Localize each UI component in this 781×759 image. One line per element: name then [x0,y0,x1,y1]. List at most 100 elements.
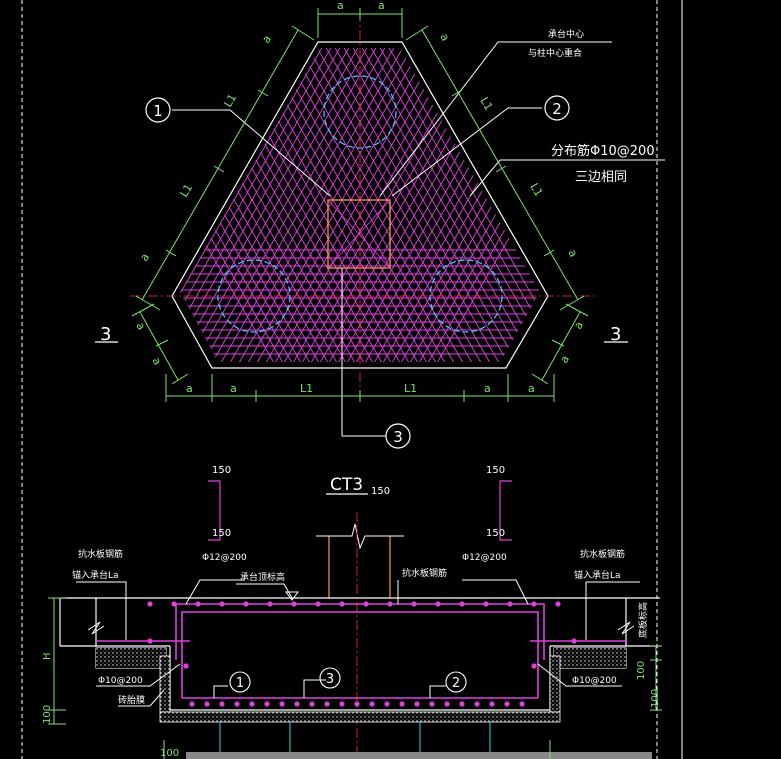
callout-1: 1 [153,102,163,120]
rebar-dot [315,601,321,607]
label-top-elev: 承台顶标高 [240,571,285,583]
rebar-diagonal-b [180,48,530,362]
dim-100-left: 100 [42,705,53,724]
rebar-dot [324,701,330,707]
rebar-dot [483,601,489,607]
bracket-left-top: 150 [212,465,231,476]
rebar-dot [219,701,225,707]
rebar-dot [279,701,285,707]
section-leaders [76,579,640,707]
dim-bottom-a4: a [528,382,535,395]
rebar-dot [519,701,525,707]
label-left-anti-line1: 抗水板钢筋 [78,548,123,560]
dim-bottom-a3: a [484,382,491,395]
callout-circle-2 [544,95,570,121]
rebar-dot [309,701,315,707]
rebar-dot [147,601,153,607]
rebar-diagonal-a [235,48,540,362]
rebar-dot [354,701,360,707]
dim-100-right2: 100 [650,689,661,708]
rebar-diagonal-b [180,48,540,362]
pile-top [323,75,397,149]
rebar-dot [531,601,537,607]
rebar-dot [474,701,480,707]
section-view: CT3 150 150 150 150 150 [42,465,662,759]
rebar-dot [339,601,345,607]
label-top-left-bar: Φ12@200 [202,553,247,563]
rebar-dot [555,601,561,607]
section-title: CT3 [330,475,363,495]
rebar-diagonal-b [180,48,540,362]
note-center-line2: 与柱中心重合 [528,47,582,59]
rebar-dot [571,638,577,644]
rebar-diagonal-b [217,48,540,362]
section-dimension-lines [48,597,662,759]
rebar-diagonal-b [180,48,503,362]
rebar-dot [435,601,441,607]
rebar-diagonal-b [180,48,539,362]
callout-circle-1 [145,97,171,123]
dim-left-L1-upper: L1 [221,92,239,110]
label-right-elev: 底板标高 [637,602,649,638]
label-right-anti-line2: 锚入承台La [574,569,621,581]
rebar-dot [264,701,270,707]
rebar-dot [414,701,420,707]
rebar-dot [504,701,510,707]
dim-bottom-a1: a [186,382,193,395]
callout-2: 2 [552,100,562,118]
dim-top-a2: a [378,0,385,12]
frame-lines [21,0,683,759]
rebar-dot [204,701,210,707]
rebar-diagonal-b [180,48,540,362]
rebar-dot [384,701,390,707]
rebar-dot [489,701,495,707]
rebar-dot [195,601,201,607]
dim-right-L1-lower: L1 [527,181,545,199]
dim-bottom-L1-1: L1 [300,382,313,395]
leader-lines [172,41,665,197]
column-outline [327,199,391,269]
bracket-left-bottom: 150 [212,528,231,539]
label-right-side-bar: Φ10@200 [572,676,617,686]
dim-right-L1-upper: L1 [477,95,495,113]
label-left-side-bar: Φ10@200 [98,676,143,686]
rebar-diagonal-b [180,48,521,362]
rebar-dot [234,701,240,707]
center-lines [130,12,595,400]
rebar-dot [444,701,450,707]
rebar-dot [267,601,273,607]
rebar-dot [387,601,393,607]
note-center-line1: 承台中心 [548,28,584,40]
note-distribution-line1: 分布筋Φ10@200 [551,143,655,159]
pile-left [217,259,291,333]
callout-3: 3 [393,428,403,446]
rebar-dot [189,701,195,707]
rebar-dot [171,601,177,607]
bracket-right-top: 150 [486,465,505,476]
label-right-anti-line1: 抗水板钢筋 [580,548,625,560]
label-cushion: 砖胎膜 [118,694,145,706]
section-rebar [96,603,626,699]
rebar-diagonal-b [181,48,540,362]
section-rebar-dots [147,601,577,707]
rebar-diagonal-b [180,48,540,362]
rebar-dot [459,601,465,607]
rebar-diagonal-b [180,48,512,362]
rebar-dot [249,701,255,707]
rebar-dot [429,701,435,707]
section-mark-right: 3 [610,324,621,345]
pile-right [429,259,503,333]
rebar-diagonal-b [208,48,540,362]
section-mark-left: 3 [100,324,111,345]
dim-H: H [42,652,53,660]
rebar-dot [291,601,297,607]
section-callout-3: 3 [326,672,334,687]
note-distribution-line2: 三边相同 [575,170,627,185]
rebar-dot [294,701,300,707]
section-callout-1: 1 [236,676,244,691]
cushion-layer [95,647,627,723]
rebar-diagonal-b [199,48,540,362]
dim-bottom-a2: a [230,382,237,395]
section-callout-2: 2 [452,676,460,691]
